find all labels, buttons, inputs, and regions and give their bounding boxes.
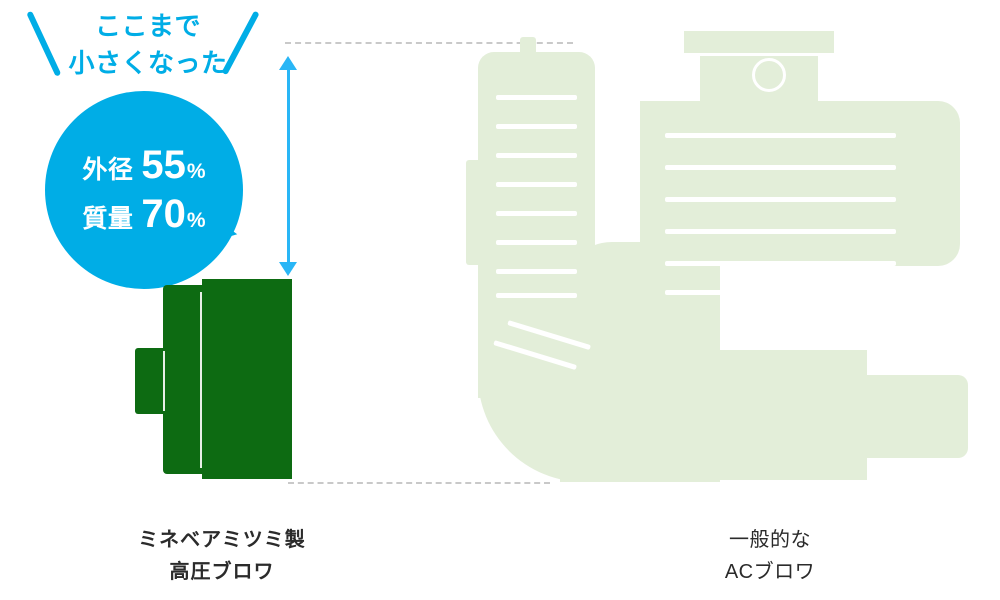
- badge-metric-unit: %: [186, 160, 206, 183]
- ac-fin-line: [496, 269, 577, 274]
- top-alignment-guide: [285, 42, 573, 44]
- caption-line-2: ACブロワ: [724, 561, 816, 583]
- ac-fin-line: [496, 211, 577, 216]
- caption-ac-blower: 一般的な ACブロワ: [600, 524, 940, 588]
- blower-front-casing: [163, 285, 207, 474]
- badge-metric-outer-diameter: 外径 55 %: [82, 145, 205, 186]
- blower-main-body: [202, 279, 292, 479]
- ac-motor-fin-line: [665, 290, 896, 295]
- arrow-head-down-icon: [279, 262, 297, 276]
- badge-metric-value: 70: [141, 192, 186, 236]
- reduction-badge: 外径 55 % 質量 70 %: [45, 91, 243, 289]
- ac-fin-line: [496, 293, 577, 298]
- height-comparison-arrow: [287, 60, 290, 272]
- callout-headline: ここまで 小さくなった: [48, 8, 248, 82]
- badge-metric-label: 質量: [82, 205, 134, 233]
- caption-line-1: 一般的な: [729, 529, 811, 551]
- ac-blower-base-foot: [640, 350, 867, 480]
- badge-metric-label: 外径: [82, 156, 134, 184]
- ac-fin-line: [496, 95, 577, 100]
- ac-fin-line: [496, 153, 577, 158]
- ac-motor-fin-line: [665, 165, 896, 170]
- caption-minebea-blower: ミネベアミツミ製 高圧ブロワ: [62, 524, 382, 588]
- ac-motor-fin-line: [665, 229, 896, 234]
- ac-fin-line: [496, 240, 577, 245]
- ac-blower-terminal-ring-icon: [752, 58, 786, 92]
- ac-fin-line: [496, 124, 577, 129]
- blower-body-seam-line: [200, 292, 202, 468]
- badge-metric-unit: %: [186, 209, 206, 232]
- ac-fin-line: [496, 182, 577, 187]
- ac-blower-motor-body: [640, 101, 900, 266]
- ac-blower-side-flange: [466, 160, 482, 265]
- ac-motor-fin-line: [665, 133, 896, 138]
- caption-line-1: ミネベアミツミ製: [138, 529, 306, 551]
- ac-motor-fin-line: [665, 261, 896, 266]
- blower-port-seam-line: [163, 351, 165, 411]
- blower-outlet-port: [135, 348, 167, 414]
- badge-metric-value: 55: [141, 143, 186, 187]
- ac-motor-fin-line: [665, 197, 896, 202]
- ac-blower-top-knob: [520, 37, 536, 55]
- bottom-alignment-guide: [288, 482, 550, 484]
- callout-line-1: ここまで: [94, 11, 201, 41]
- ac-blower-base-tab: [860, 375, 968, 458]
- caption-line-2: 高圧ブロワ: [169, 561, 275, 583]
- ac-blower-terminal-cap: [684, 31, 834, 53]
- badge-metric-mass: 質量 70 %: [82, 194, 205, 235]
- arrow-head-up-icon: [279, 56, 297, 70]
- callout-line-2: 小さくなった: [68, 47, 228, 78]
